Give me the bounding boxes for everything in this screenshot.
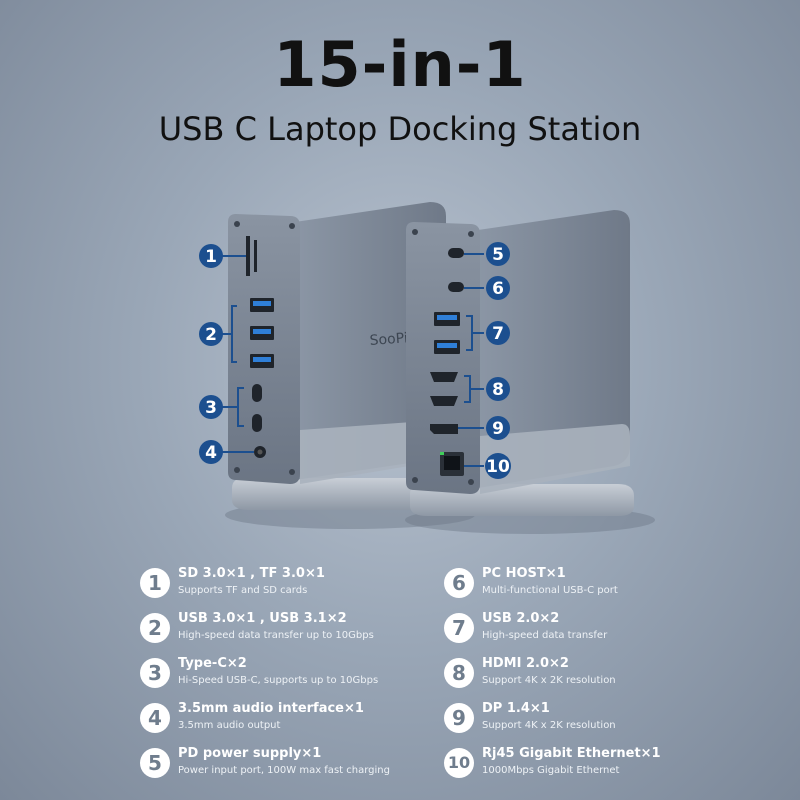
feature-number: 1 bbox=[140, 568, 170, 598]
callout-6: 6 bbox=[486, 276, 510, 300]
feature-number: 6 bbox=[444, 568, 474, 598]
callout-8: 8 bbox=[486, 377, 510, 401]
feature-4: 4 3.5mm audio interface×1 3.5mm audio ou… bbox=[140, 701, 470, 741]
feature-title: USB 2.0×2 bbox=[482, 611, 560, 626]
feature-description: Power input port, 100W max fast charging bbox=[178, 765, 390, 776]
feature-number: 4 bbox=[140, 703, 170, 733]
feature-description: 1000Mbps Gigabit Ethernet bbox=[482, 765, 620, 776]
feature-number: 2 bbox=[140, 613, 170, 643]
feature-title: 3.5mm audio interface×1 bbox=[178, 701, 364, 716]
feature-description: High-speed data transfer bbox=[482, 630, 608, 641]
feature-title: SD 3.0×1 , TF 3.0×1 bbox=[178, 566, 325, 581]
feature-2: 2 USB 3.0×1 , USB 3.1×2 High-speed data … bbox=[140, 611, 470, 651]
feature-description: High-speed data transfer up to 10Gbps bbox=[178, 630, 374, 641]
feature-description: Support 4K x 2K resolution bbox=[482, 720, 616, 731]
svg-text:2: 2 bbox=[205, 325, 217, 345]
feature-10: 10 Rj45 Gigabit Ethernet×1 1000Mbps Giga… bbox=[444, 746, 774, 786]
feature-7: 7 USB 2.0×2 High-speed data transfer bbox=[444, 611, 774, 651]
feature-number: 10 bbox=[444, 748, 474, 778]
callout-10: 10 bbox=[485, 453, 511, 479]
feature-description: Multi-functional USB-C port bbox=[482, 585, 618, 596]
feature-number: 5 bbox=[140, 748, 170, 778]
page-subtitle: USB C Laptop Docking Station bbox=[158, 110, 642, 148]
left-dock-base bbox=[232, 478, 456, 510]
svg-text:5: 5 bbox=[492, 245, 504, 265]
feature-title: Rj45 Gigabit Ethernet×1 bbox=[482, 746, 661, 761]
right-dock-side bbox=[478, 210, 630, 488]
feature-description: Supports TF and SD cards bbox=[178, 585, 308, 596]
feature-number: 8 bbox=[444, 658, 474, 688]
feature-title: DP 1.4×1 bbox=[482, 701, 550, 716]
feature-description: 3.5mm audio output bbox=[178, 720, 281, 731]
feature-title: Type-C×2 bbox=[178, 656, 247, 671]
svg-text:3: 3 bbox=[205, 398, 217, 418]
callout-1: 1 bbox=[199, 244, 223, 268]
feature-number: 7 bbox=[444, 613, 474, 643]
feature-3: 3 Type-C×2 Hi-Speed USB-C, supports up t… bbox=[140, 656, 470, 696]
docking-station-illustration: SooPii 1 2 3 4 bbox=[199, 202, 655, 534]
brand-logo: SooPii bbox=[369, 330, 412, 349]
feature-number: 3 bbox=[140, 658, 170, 688]
callout-4: 4 bbox=[199, 440, 223, 464]
feature-title: USB 3.0×1 , USB 3.1×2 bbox=[178, 611, 347, 626]
feature-number: 9 bbox=[444, 703, 474, 733]
feature-title: PC HOST×1 bbox=[482, 566, 566, 581]
svg-text:4: 4 bbox=[205, 443, 217, 463]
svg-text:8: 8 bbox=[492, 380, 504, 400]
feature-6: 6 PC HOST×1 Multi-functional USB-C port bbox=[444, 566, 774, 606]
feature-8: 8 HDMI 2.0×2 Support 4K x 2K resolution bbox=[444, 656, 774, 696]
feature-description: Support 4K x 2K resolution bbox=[482, 675, 616, 686]
page-title: 15-in-1 bbox=[273, 28, 527, 101]
callout-7: 7 bbox=[486, 321, 510, 345]
feature-1: 1 SD 3.0×1 , TF 3.0×1 Supports TF and SD… bbox=[140, 566, 470, 606]
svg-text:9: 9 bbox=[492, 419, 504, 439]
svg-text:6: 6 bbox=[492, 279, 504, 299]
svg-text:7: 7 bbox=[492, 324, 504, 344]
callout-3: 3 bbox=[199, 395, 223, 419]
svg-text:1: 1 bbox=[205, 247, 217, 267]
svg-text:10: 10 bbox=[486, 457, 510, 477]
feature-description: Hi-Speed USB-C, supports up to 10Gbps bbox=[178, 675, 379, 686]
feature-9: 9 DP 1.4×1 Support 4K x 2K resolution bbox=[444, 701, 774, 741]
feature-5: 5 PD power supply×1 Power input port, 10… bbox=[140, 746, 470, 786]
callout-5: 5 bbox=[486, 242, 510, 266]
feature-title: PD power supply×1 bbox=[178, 746, 322, 761]
feature-title: HDMI 2.0×2 bbox=[482, 656, 569, 671]
callout-2: 2 bbox=[199, 322, 223, 346]
left-dock-front bbox=[228, 214, 300, 484]
right-dock: 5 6 7 8 9 10 bbox=[405, 210, 655, 534]
callout-9: 9 bbox=[486, 416, 510, 440]
